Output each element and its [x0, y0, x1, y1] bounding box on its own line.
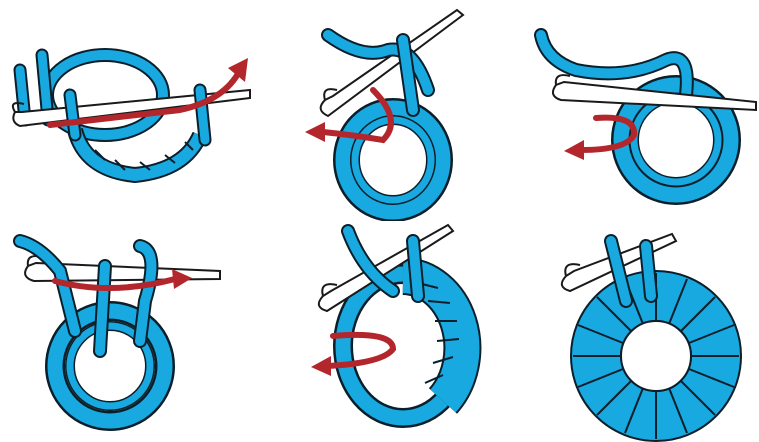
- step-5-illustration: [253, 221, 506, 442]
- step-6-illustration: [506, 221, 759, 442]
- step-4-panel: [0, 221, 253, 442]
- step-6-panel: [506, 221, 759, 442]
- step-3-panel: [506, 0, 759, 221]
- step-1-illustration: [0, 0, 253, 221]
- step-1-panel: [0, 0, 253, 221]
- step-4-illustration: [0, 221, 253, 442]
- step-2-illustration: [253, 0, 506, 221]
- step-2-panel: [253, 0, 506, 221]
- step-5-panel: [253, 221, 506, 442]
- yarn-ring: [343, 274, 463, 418]
- step-3-illustration: [506, 0, 759, 221]
